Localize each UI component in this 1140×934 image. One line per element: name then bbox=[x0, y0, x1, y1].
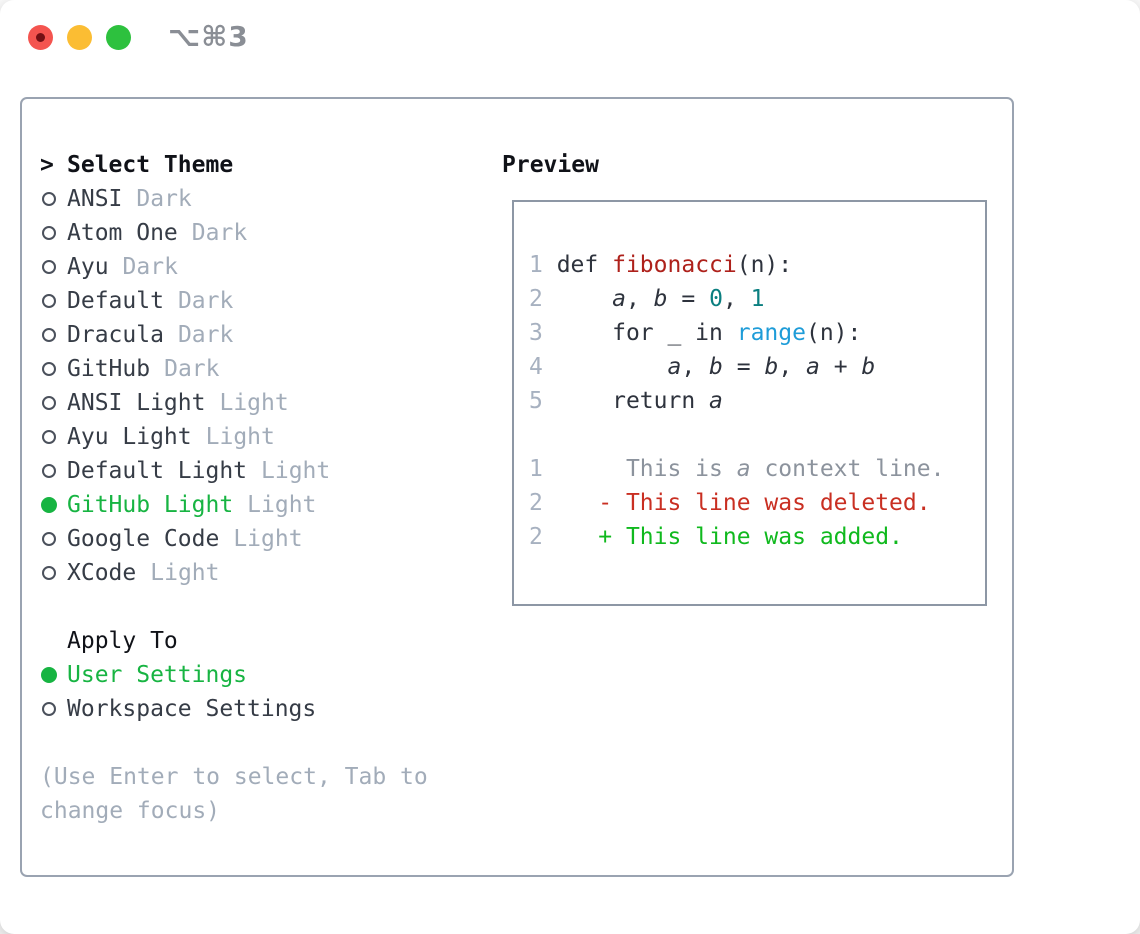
theme-name: Dracula bbox=[67, 322, 164, 348]
help-text: (Use Enter to select, Tab to change focu… bbox=[40, 760, 480, 828]
radio-icon bbox=[42, 532, 56, 546]
window-title-hotkey: ⌥⌘3 bbox=[168, 20, 249, 53]
radio-icon bbox=[42, 430, 56, 444]
theme-name: Ayu Light bbox=[67, 424, 192, 450]
code-preview: 1 def fibonacci(n): 2 a, b = 0, 1 3 for _ … bbox=[514, 202, 985, 554]
preview-line: 2 + This line was added. bbox=[529, 524, 903, 550]
theme-name: Default Light bbox=[67, 458, 248, 484]
theme-option[interactable]: ANSI Dark bbox=[40, 182, 480, 216]
preview-line: 1 This is a context line. bbox=[529, 456, 945, 482]
theme-variant-tag: Light bbox=[205, 424, 275, 450]
theme-name: Google Code bbox=[67, 526, 220, 552]
radio-icon bbox=[42, 260, 56, 274]
theme-variant-tag: Dark bbox=[177, 322, 234, 348]
cursor-chevron-icon: > bbox=[40, 152, 54, 178]
preview-line bbox=[529, 418, 985, 452]
minimize-button[interactable] bbox=[67, 25, 92, 50]
titlebar: ⌥⌘3 bbox=[0, 0, 1140, 75]
preview-line: 4 a, b = b, a + b bbox=[529, 354, 876, 380]
theme-option[interactable]: GitHub Light Light bbox=[40, 488, 480, 522]
theme-option[interactable]: Google Code Light bbox=[40, 522, 480, 556]
radio-icon bbox=[42, 294, 56, 308]
theme-name: ANSI Light bbox=[67, 390, 206, 416]
theme-name: ANSI bbox=[67, 186, 123, 212]
preview-line: 2 a, b = 0, 1 bbox=[529, 286, 765, 312]
close-button[interactable] bbox=[28, 25, 53, 50]
apply-to-options-list: User Settings Workspace Settings bbox=[40, 658, 480, 726]
theme-option[interactable]: Atom One Dark bbox=[40, 216, 480, 250]
theme-option[interactable]: Default Light Light bbox=[40, 454, 480, 488]
help-line-2: change focus) bbox=[40, 798, 221, 824]
preview-header: Preview bbox=[502, 152, 599, 178]
radio-icon bbox=[42, 226, 56, 240]
radio-icon bbox=[42, 328, 56, 342]
theme-name: GitHub bbox=[67, 356, 151, 382]
theme-variant-tag: Light bbox=[219, 390, 289, 416]
theme-option[interactable]: Ayu Dark bbox=[40, 250, 480, 284]
theme-option[interactable]: Dracula Dark bbox=[40, 318, 480, 352]
theme-name: Atom One bbox=[67, 220, 178, 246]
radio-icon bbox=[42, 396, 56, 410]
apply-option-label: User Settings bbox=[67, 662, 248, 688]
radio-icon bbox=[42, 566, 56, 580]
apply-to-header: Apply To bbox=[40, 624, 480, 658]
preview-line: 3 for _ in range(n): bbox=[529, 320, 862, 346]
select-theme-label: Select Theme bbox=[67, 152, 234, 178]
theme-variant-tag: Light bbox=[150, 560, 220, 586]
help-line-1: (Use Enter to select, Tab to bbox=[40, 764, 428, 790]
preview-line: 2 - This line was deleted. bbox=[529, 490, 931, 516]
theme-variant-tag: Dark bbox=[136, 186, 192, 212]
theme-variant-tag: Dark bbox=[191, 220, 248, 246]
theme-option[interactable]: GitHub Dark bbox=[40, 352, 480, 386]
apply-option[interactable]: Workspace Settings bbox=[40, 692, 480, 726]
preview-pane: 1 def fibonacci(n): 2 a, b = 0, 1 3 for _ … bbox=[512, 200, 987, 606]
theme-variant-tag: Dark bbox=[122, 254, 178, 280]
theme-variant-tag: Dark bbox=[177, 288, 234, 314]
apply-option[interactable]: User Settings bbox=[40, 658, 480, 692]
apply-option-label: Workspace Settings bbox=[67, 696, 317, 722]
theme-variant-tag: Light bbox=[233, 526, 303, 552]
radio-icon bbox=[42, 464, 56, 478]
apply-to-section: Apply To User Settings Workspace Setting… bbox=[40, 624, 480, 726]
radio-icon bbox=[41, 497, 57, 513]
apply-to-label: Apply To bbox=[67, 628, 178, 654]
record-dot-icon bbox=[36, 33, 45, 42]
theme-option[interactable]: Default Dark bbox=[40, 284, 480, 318]
theme-option[interactable]: ANSI Light Light bbox=[40, 386, 480, 420]
radio-icon bbox=[42, 362, 56, 376]
theme-name: XCode bbox=[67, 560, 137, 586]
radio-icon bbox=[42, 702, 56, 716]
theme-option[interactable]: XCode Light bbox=[40, 556, 480, 590]
theme-variant-tag: Dark bbox=[164, 356, 220, 382]
radio-icon bbox=[41, 667, 57, 683]
zoom-button[interactable] bbox=[106, 25, 131, 50]
cursor-prefix: > bbox=[40, 152, 67, 178]
theme-name: GitHub Light bbox=[67, 492, 234, 518]
theme-variant-tag: Light bbox=[247, 492, 317, 518]
preview-line: 5 return a bbox=[529, 388, 723, 414]
theme-variant-tag: Light bbox=[261, 458, 331, 484]
theme-name: Default bbox=[67, 288, 164, 314]
radio-icon bbox=[42, 192, 56, 206]
theme-name: Ayu bbox=[67, 254, 109, 280]
theme-option[interactable]: Ayu Light Light bbox=[40, 420, 480, 454]
select-theme-header: > Select Theme bbox=[40, 148, 480, 182]
preview-line: 1 def fibonacci(n): bbox=[529, 252, 793, 278]
